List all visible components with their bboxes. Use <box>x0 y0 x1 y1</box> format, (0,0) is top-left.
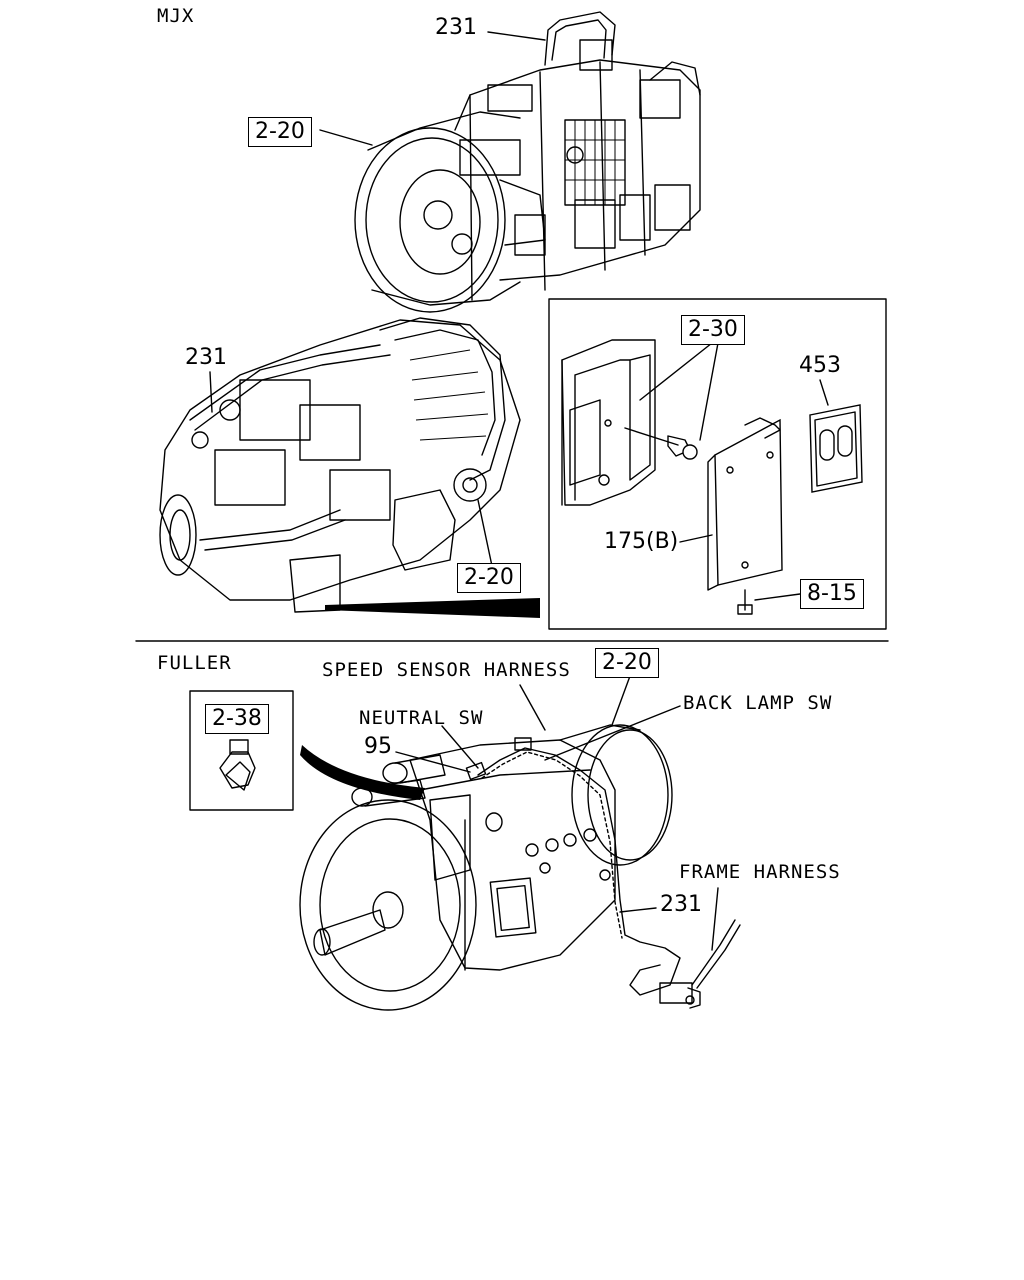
callout-95: 95 <box>364 734 392 759</box>
section-title-fuller: FULLER <box>157 652 232 674</box>
label-back-lamp-sw: BACK LAMP SW <box>683 692 833 714</box>
ref-2-38[interactable]: 2-38 <box>205 704 269 735</box>
bracket-inset <box>548 298 887 630</box>
ref-2-20-rear[interactable]: 2-20 <box>457 563 521 594</box>
callout-231-rear: 231 <box>185 345 227 370</box>
callout-231-fuller: 231 <box>660 892 702 917</box>
ref-2-30[interactable]: 2-30 <box>681 315 745 346</box>
fuller-transmission-drawing <box>299 724 741 1011</box>
label-speed-sensor-harness: SPEED SENSOR HARNESS <box>322 659 571 681</box>
label-neutral-sw: NEUTRAL SW <box>359 707 484 729</box>
mjx-front-transmission-drawing <box>354 11 701 313</box>
ref-2-20-top[interactable]: 2-20 <box>248 117 312 148</box>
leader-lines <box>209 31 829 951</box>
label-frame-harness: FRAME HARNESS <box>679 861 841 883</box>
ref-2-20-fuller[interactable]: 2-20 <box>595 648 659 679</box>
callout-231-top: 231 <box>435 15 477 40</box>
fuller-clip-inset <box>189 690 294 811</box>
section-title-mjx: MJX <box>157 5 195 27</box>
callout-453: 453 <box>799 353 841 378</box>
mjx-rear-transmission-drawing <box>159 317 540 618</box>
callout-175b: 175(B) <box>604 529 679 554</box>
ref-8-15[interactable]: 8-15 <box>800 579 864 610</box>
